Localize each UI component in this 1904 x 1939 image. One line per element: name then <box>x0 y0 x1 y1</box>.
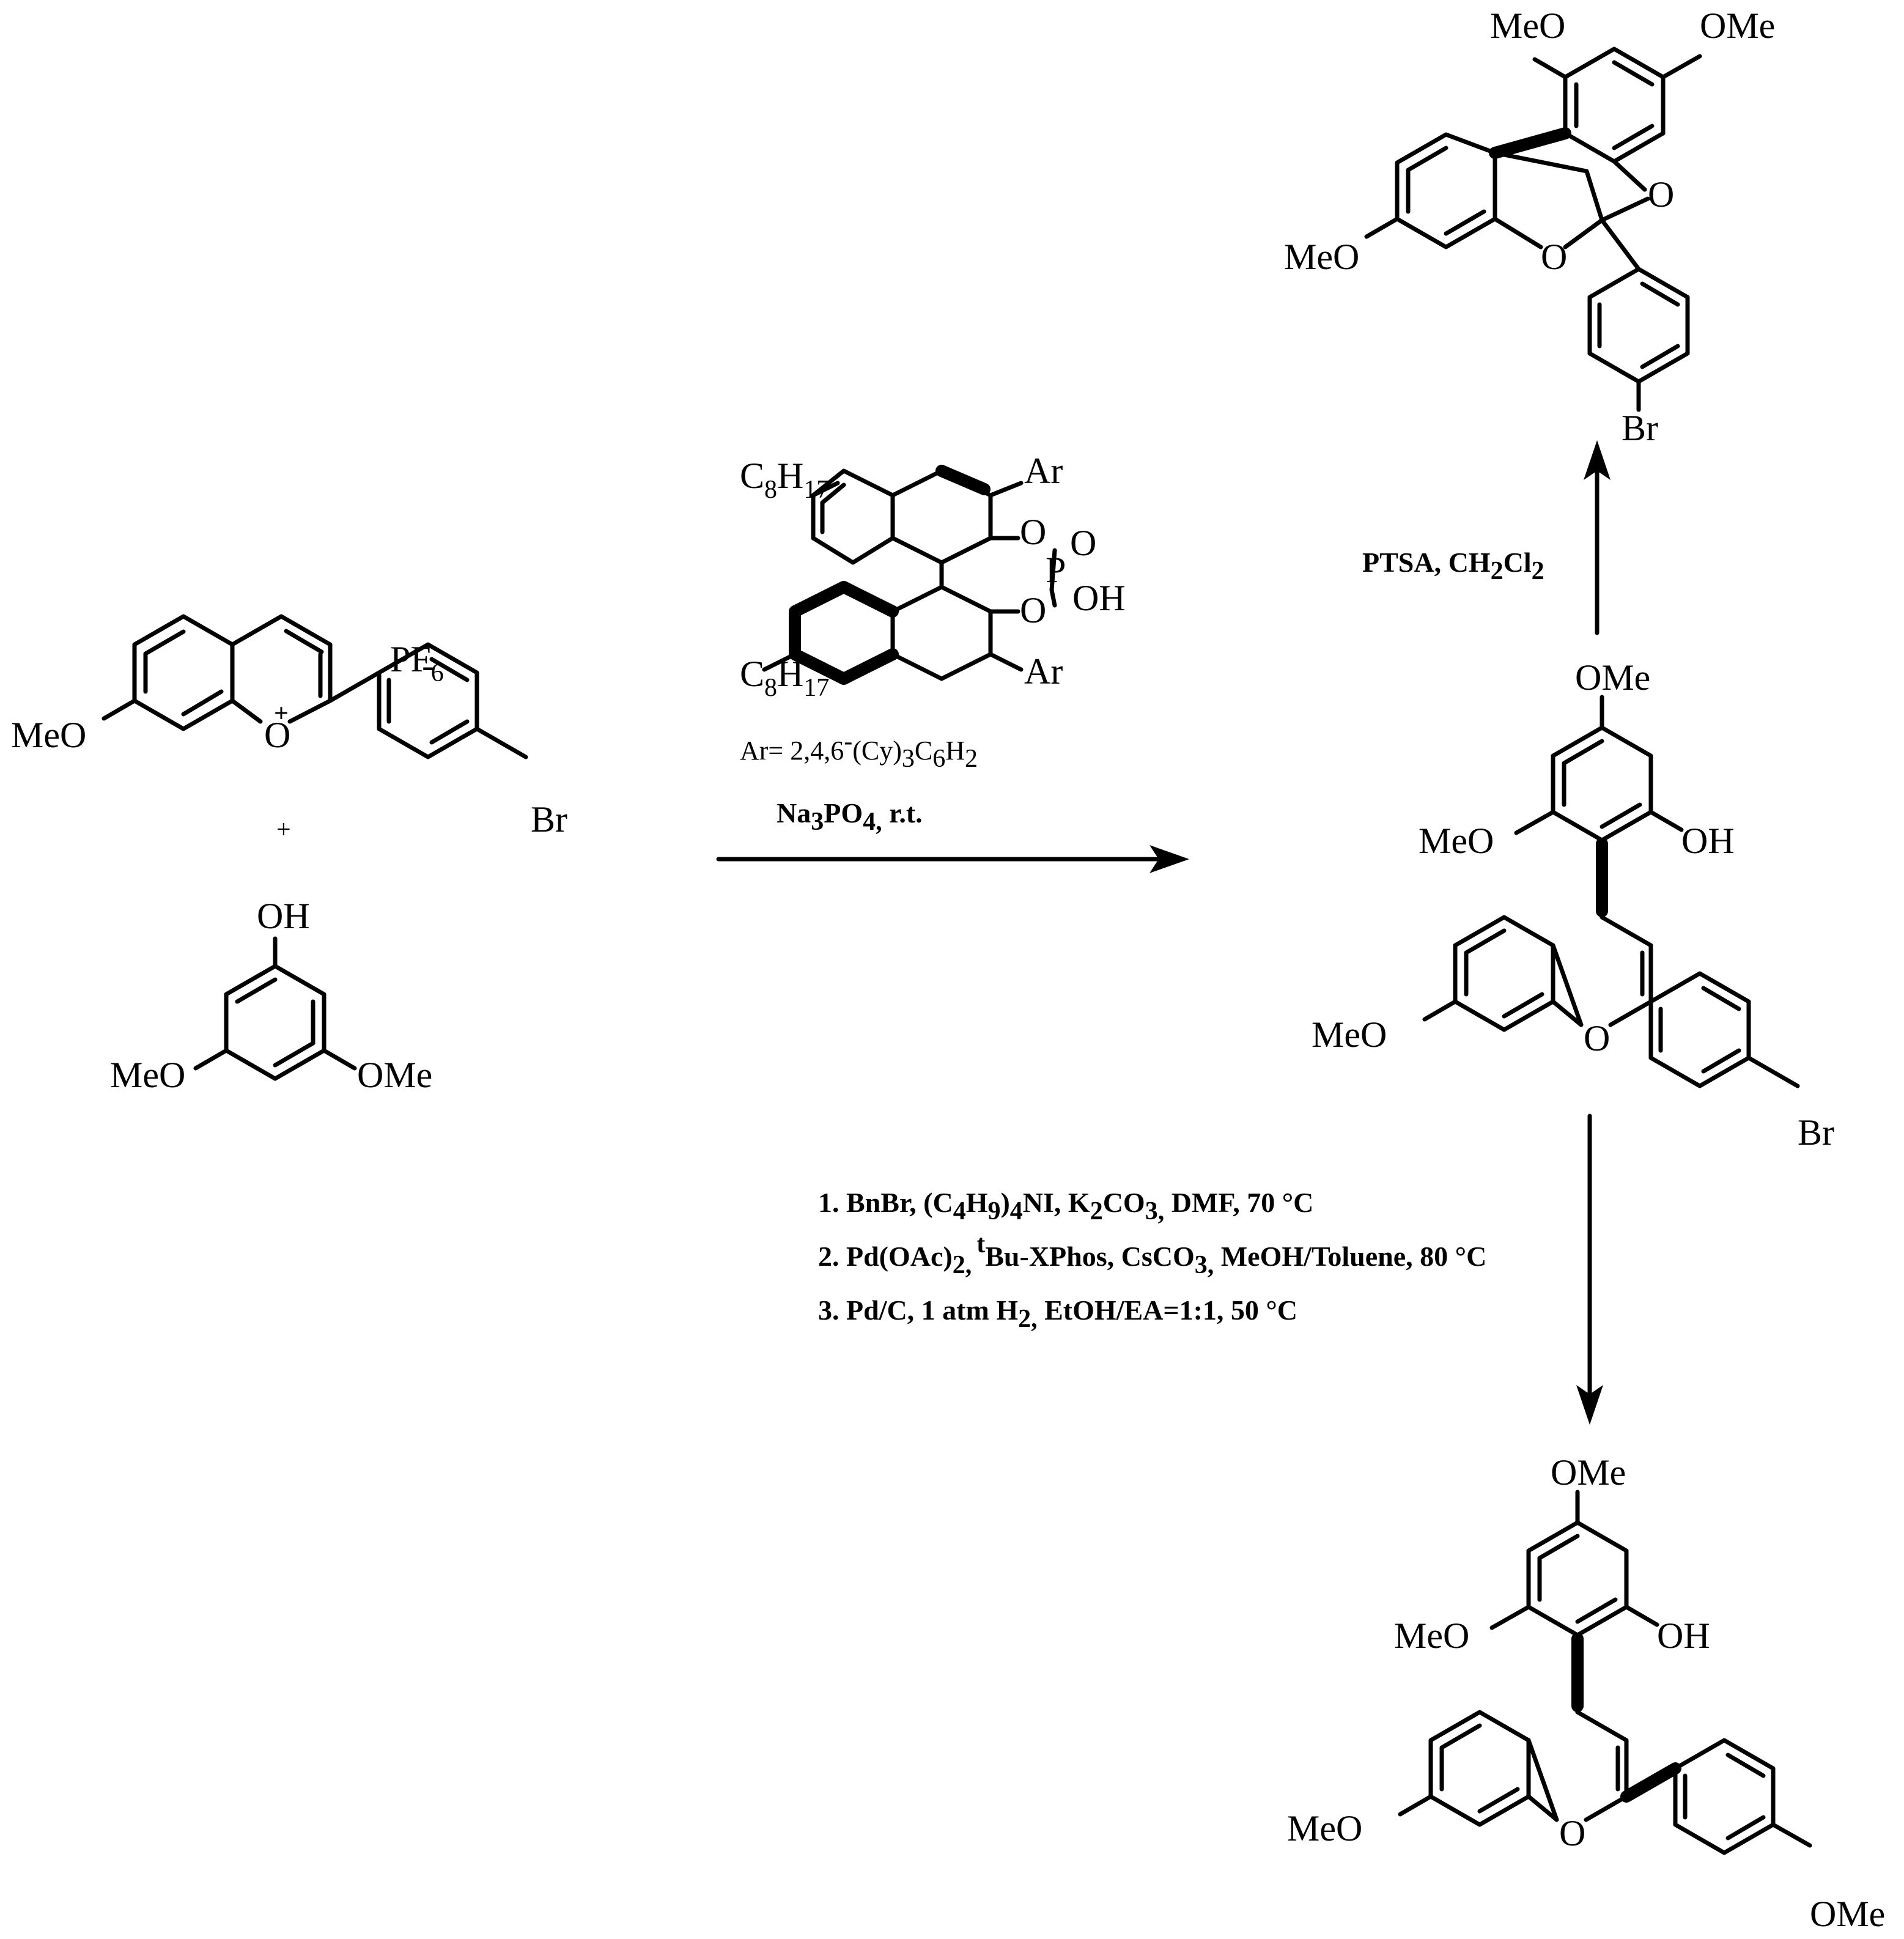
flavylium-meo-label: MeO <box>11 715 86 755</box>
counterion-label: PF6 <box>390 639 444 687</box>
final-ring-o-label: O <box>1559 1813 1585 1853</box>
bicyclic-bridge-o-label: O <box>1648 174 1674 215</box>
final-meo-left-label: MeO <box>1287 1808 1362 1849</box>
bicyclic-meo-top-left-label: MeO <box>1490 6 1565 46</box>
flavylium-ring-oxygen-label: O <box>264 715 290 755</box>
catalyst-structure <box>762 465 1057 685</box>
catalyst-ar-top-label: Ar <box>1024 451 1063 491</box>
step3-line2: 2. Pd(OAc)2,tBu-XPhos, CsCO3, MeOH/Tolue… <box>818 1230 1486 1279</box>
final-structure <box>1398 1490 1812 1855</box>
phenol-structure <box>193 936 357 1081</box>
step3-line1: 1. BnBr, (C4H9)4NI, K2CO3, DMF, 70 °C <box>818 1187 1313 1225</box>
intermediate-ring-o-label: O <box>1584 1018 1610 1058</box>
flavylium-plus-charge: + <box>274 700 289 728</box>
step2-conditions: PTSA, CH2Cl2 <box>1362 547 1544 585</box>
step2-arrow <box>1584 440 1611 635</box>
bicyclic-ome-top-right-label: OMe <box>1700 6 1775 46</box>
catalyst-c8h17-bottom-label: C8H17 <box>740 654 829 702</box>
final-meo-mid-label: MeO <box>1394 1616 1469 1656</box>
catalyst-o-lower-label: O <box>1020 590 1046 630</box>
bicyclic-ring-o-label: O <box>1541 237 1567 277</box>
intermediate-meo-left-label: MeO <box>1312 1014 1387 1055</box>
catalyst-oh-label: OH <box>1072 578 1126 618</box>
intermediate-oh-label: OH <box>1681 821 1735 861</box>
step1-arrow <box>716 845 1189 873</box>
bicyclic-br-label: Br <box>1622 408 1658 448</box>
step3-arrow <box>1576 1114 1603 1425</box>
final-ome-top-label: OMe <box>1551 1452 1626 1493</box>
bicyclic-meo-left-label: MeO <box>1284 237 1359 277</box>
flavylium-br-label: Br <box>531 799 567 840</box>
ar-definition-label: Ar= 2,4,6-(Cy)3C6H2 <box>740 728 978 773</box>
step1-conditions: Na3PO4, r.t. <box>777 797 923 836</box>
flavylium-structure <box>101 614 528 759</box>
catalyst-ar-bottom-label: Ar <box>1024 651 1063 692</box>
step3-line3: 3. Pd/C, 1 atm H2, EtOH/EA=1:1, 50 °C <box>818 1295 1297 1333</box>
intermediate-structure <box>1422 695 1800 1088</box>
final-oh-label: OH <box>1657 1616 1710 1656</box>
final-ome-bottom-label: OMe <box>1810 1894 1885 1934</box>
plus-sign: + <box>276 816 291 844</box>
counterion-minus-charge: - <box>422 645 434 685</box>
phenol-meo-label: MeO <box>110 1055 185 1095</box>
catalyst-p-label: P <box>1046 550 1066 590</box>
bicyclic-structure <box>1364 46 1702 412</box>
phenol-ome-label: OMe <box>357 1055 432 1095</box>
intermediate-ome-top-label: OMe <box>1575 657 1650 698</box>
phenol-oh-label: OH <box>257 896 310 936</box>
catalyst-o-upper-label: O <box>1020 512 1046 552</box>
intermediate-meo-mid-label: MeO <box>1419 821 1494 861</box>
catalyst-c8h17-top-label: C8H17 <box>740 456 829 504</box>
intermediate-br-label: Br <box>1798 1112 1834 1153</box>
catalyst-p-oxo-label: O <box>1070 523 1096 563</box>
